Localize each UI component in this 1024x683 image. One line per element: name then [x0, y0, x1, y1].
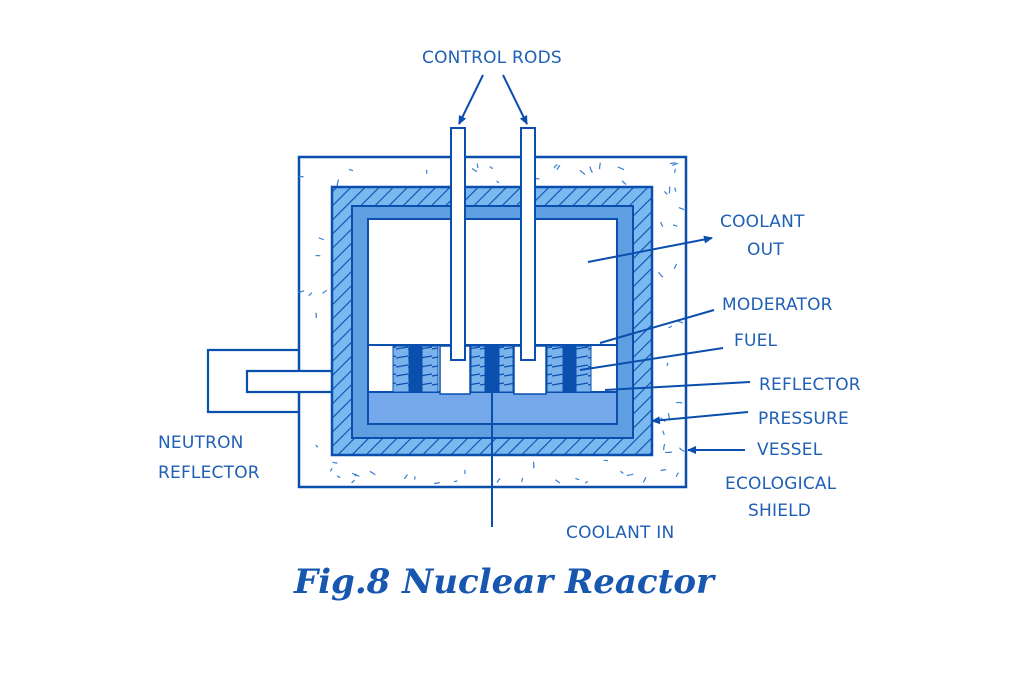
speckle: [496, 180, 500, 184]
label-coolant-in: COOLANT IN: [566, 523, 674, 543]
fuel-assembly: [392, 345, 439, 393]
speckle: [521, 477, 524, 482]
label-coolant-out-2: OUT: [747, 240, 784, 260]
speckle: [662, 430, 665, 435]
speckle: [678, 207, 685, 211]
speckle: [642, 476, 647, 483]
speckle: [453, 480, 458, 483]
label-coolant-out-1: COOLANT: [720, 212, 805, 232]
speckle: [332, 461, 338, 464]
speckle: [403, 474, 408, 480]
speckle: [556, 164, 561, 171]
label-moderator: MODERATOR: [722, 295, 833, 315]
label-control-rods: CONTROL RODS: [422, 48, 562, 68]
speckle: [666, 362, 669, 367]
speckle: [674, 168, 676, 174]
leader-lines: [458, 74, 751, 454]
speckle: [663, 191, 668, 195]
speckle: [336, 475, 341, 479]
speckle: [489, 166, 494, 170]
speckle: [297, 290, 305, 293]
speckle: [672, 162, 679, 166]
control-rods: [450, 127, 536, 361]
speckle: [673, 224, 678, 227]
label-ecological-1: EϹOLOGICAL: [725, 474, 837, 494]
speckle: [553, 164, 558, 169]
speckle: [354, 473, 360, 477]
speckle: [589, 166, 593, 173]
fuel-zone: [368, 344, 617, 395]
speckle: [329, 467, 333, 472]
label-neutron-1: NEUTRON: [158, 433, 244, 453]
speckle: [348, 168, 354, 172]
concrete-texture: [297, 162, 685, 485]
speckle: [336, 179, 340, 187]
label-reflector: REFLECTOR: [759, 375, 861, 395]
fuel-assembly: [470, 345, 514, 393]
speckle: [658, 271, 664, 278]
speckle: [322, 289, 328, 294]
speckle: [617, 166, 625, 171]
speckle: [496, 478, 501, 483]
speckle: [674, 187, 677, 192]
speckle: [673, 263, 678, 270]
speckle: [434, 481, 440, 485]
figure-title: Fig.8 Nuclear Reactor: [293, 562, 716, 602]
speckle: [667, 413, 671, 419]
speckle: [351, 479, 355, 484]
speckle: [660, 221, 664, 227]
speckle: [471, 168, 478, 173]
speckle: [579, 169, 586, 176]
speckle: [626, 473, 634, 476]
speckle: [298, 175, 304, 178]
speckle: [369, 470, 376, 476]
speckle: [351, 472, 357, 477]
speckle: [476, 163, 479, 169]
speckle: [670, 162, 676, 165]
label-vessel: VESSEL: [757, 440, 823, 460]
speckle: [308, 292, 313, 297]
speckle: [620, 470, 624, 474]
speckle: [532, 461, 535, 469]
speckle: [675, 472, 679, 478]
label-ecological-2: SHIELD: [748, 501, 811, 521]
speckle: [668, 325, 673, 329]
speckle: [318, 237, 324, 240]
speckle: [663, 443, 666, 451]
speckle: [315, 312, 317, 319]
speckle: [599, 162, 601, 170]
speckle: [575, 477, 580, 481]
label-pressure: PRESSURE: [758, 409, 849, 429]
speckle: [621, 180, 627, 186]
speckle: [660, 469, 667, 472]
speckle: [584, 481, 588, 484]
speckle: [676, 401, 683, 404]
speckle: [426, 169, 428, 175]
neutron-reflector-box: [206, 348, 332, 414]
speckle: [315, 444, 319, 448]
control-rod: [450, 127, 466, 361]
control-rod: [520, 127, 536, 361]
speckle: [554, 479, 561, 484]
label-neutron-2: REFLECTOR: [158, 463, 260, 483]
label-fuel: FUEL: [734, 331, 778, 351]
speckle: [679, 447, 685, 452]
